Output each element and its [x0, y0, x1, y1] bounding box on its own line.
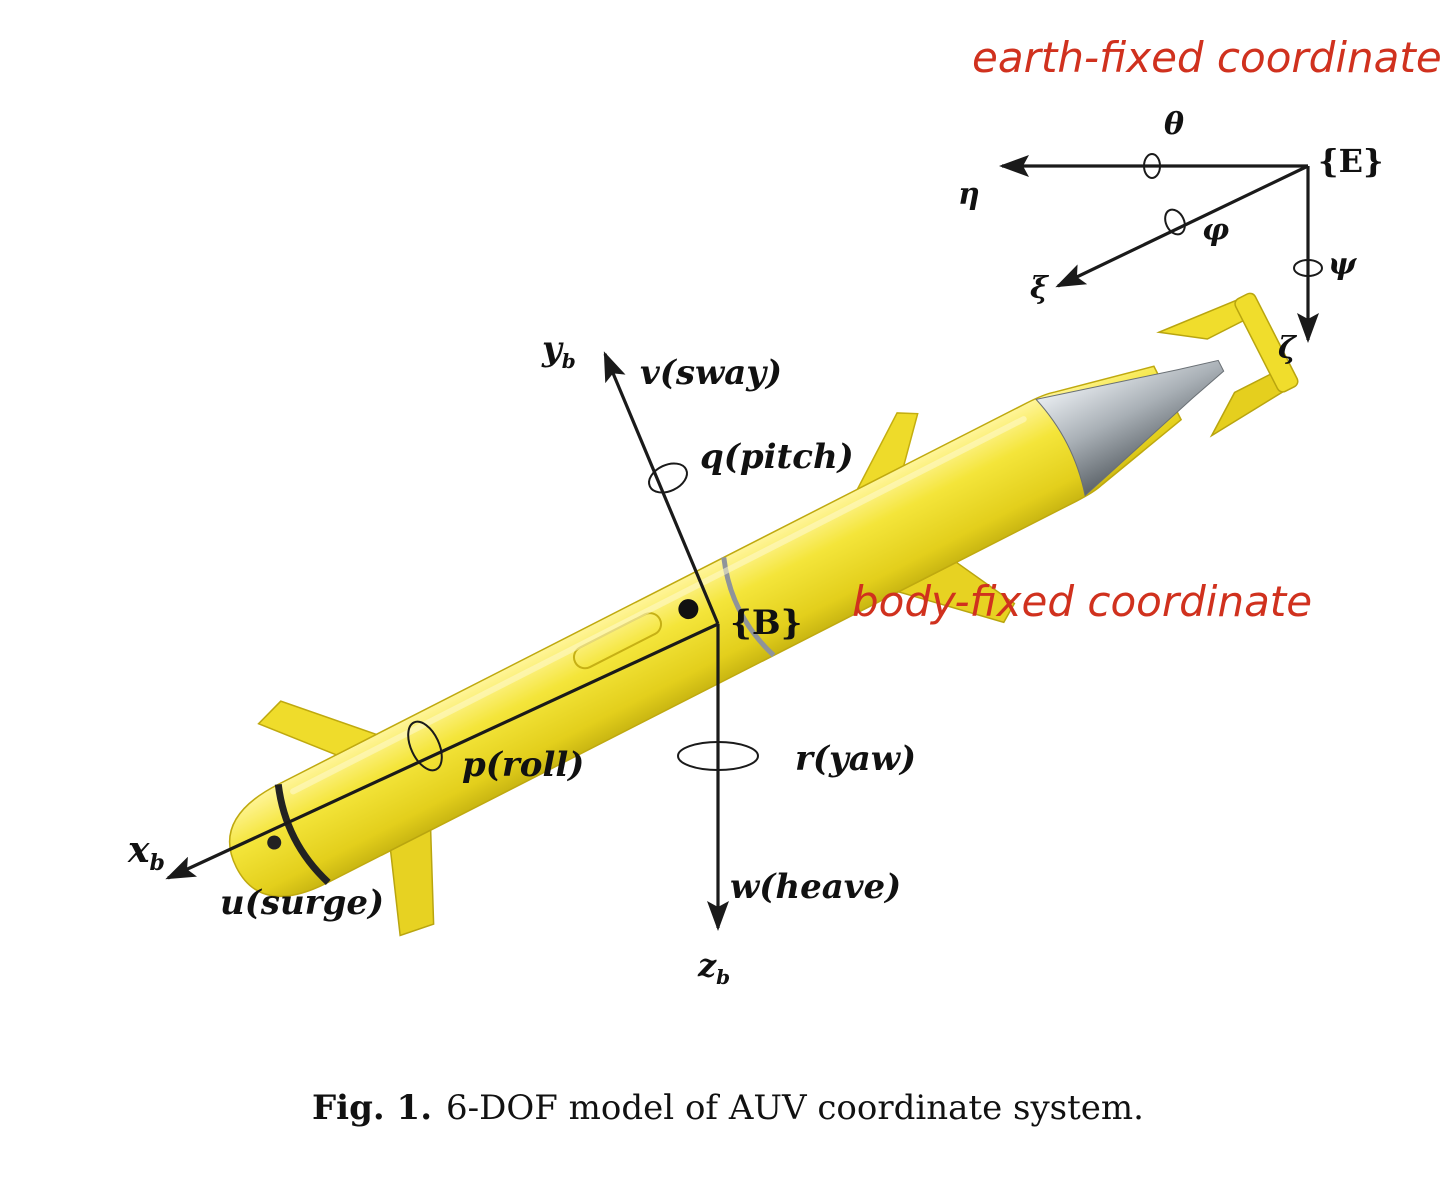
x-axis-b — [165, 622, 719, 880]
body-origin-label: {B} — [730, 603, 802, 643]
surge-label: u(surge) — [220, 883, 384, 923]
yaw-arrow — [677, 741, 759, 771]
bow-fin-upper — [257, 700, 379, 756]
body-origin-point — [678, 599, 699, 620]
eta-label: η — [958, 177, 980, 212]
pitch-label: q(pitch) — [700, 437, 854, 477]
nose-port — [267, 835, 282, 850]
psi-arrow — [1293, 259, 1323, 277]
nose-band — [274, 783, 331, 885]
y-axis-b — [603, 351, 720, 625]
roll-arrow — [407, 720, 443, 772]
phi-arrow — [1164, 208, 1186, 236]
earth-axes: η ξ ζ θ φ ψ {E} — [958, 107, 1384, 366]
propeller-shroud — [1156, 292, 1299, 438]
earth-origin-label: {E} — [1318, 142, 1384, 180]
x-axis-b-label: xb — [127, 829, 165, 876]
tail-cone — [1035, 359, 1225, 497]
z-axis-b-label: zb — [697, 946, 730, 989]
pitch-arrow — [648, 462, 688, 494]
earth-fixed-annotation: earth-fixed coordinate — [972, 33, 1442, 82]
figure-caption: Fig. 1. 6-DOF model of AUV coordinate sys… — [0, 1088, 1456, 1128]
xi-axis — [1055, 164, 1309, 288]
y-axis-b-label: yb — [541, 329, 576, 373]
theta-arrow — [1143, 153, 1161, 179]
yaw-label: r(yaw) — [795, 739, 916, 779]
zeta-label: ζ — [1278, 331, 1298, 366]
bow-fin-lower — [389, 828, 435, 937]
phi-label: φ — [1202, 213, 1229, 248]
sway-label: v(sway) — [640, 353, 782, 393]
xi-label: ξ — [1030, 271, 1050, 306]
theta-label: θ — [1164, 107, 1184, 142]
roll-label: p(roll) — [462, 745, 584, 785]
body-axes: xb yb zb u(surge) v(sway) w(heave) p(rol… — [127, 329, 916, 989]
figure-label: Fig. 1. — [312, 1088, 433, 1128]
heave-label: w(heave) — [730, 867, 901, 907]
psi-label: ψ — [1328, 247, 1358, 282]
figure-caption-text: 6-DOF model of AUV coordinate system. — [446, 1088, 1144, 1128]
body-fixed-annotation: body-fixed coordinate — [852, 577, 1312, 626]
